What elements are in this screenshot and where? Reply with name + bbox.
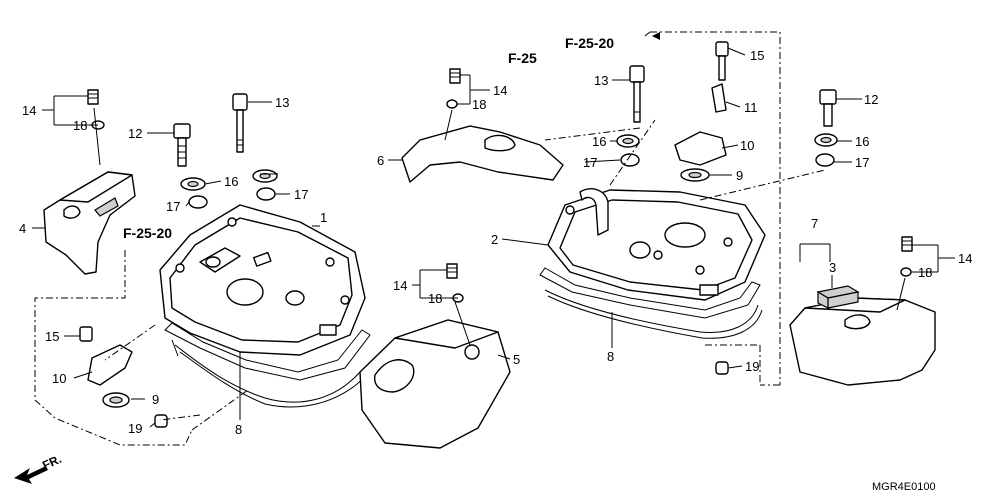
leader-lines [32, 47, 955, 428]
reference-label-right-top: F-25-20 [565, 35, 614, 51]
bolt-13-left [232, 93, 248, 153]
callout-16-left: 16 [224, 174, 238, 189]
callout-17-mid: 17 [294, 187, 308, 202]
reference-arrow-icon [652, 32, 660, 40]
callout-15-right: 15 [750, 48, 764, 63]
callout-16-far: 16 [855, 134, 869, 149]
callout-14-b: 14 [493, 83, 507, 98]
pad-3 [816, 285, 860, 309]
side-cover-left [43, 171, 136, 275]
callout-5: 5 [513, 352, 520, 367]
valve-cover-2 [547, 188, 766, 301]
boundary-diagonal-left [104, 324, 249, 431]
washers-right [616, 133, 838, 167]
breather-assy-right [674, 41, 729, 375]
callout-4: 4 [19, 221, 26, 236]
callout-14-d: 14 [958, 251, 972, 266]
callout-12-left: 12 [128, 126, 142, 141]
reference-boundary-left [34, 250, 193, 446]
callout-17-right: 17 [583, 155, 597, 170]
callout-18-a: 18 [73, 118, 87, 133]
bolt-14-left [87, 89, 105, 166]
gasket-8-left [164, 322, 371, 408]
bolt-13-right [629, 65, 645, 123]
reference-boundary-right [650, 31, 781, 386]
diagram-code: MGR4E0100 [872, 481, 936, 493]
bolt-14-top [444, 68, 461, 141]
side-cover-5 [359, 319, 511, 449]
callout-10-left: 10 [52, 371, 66, 386]
callout-14-a: 14 [22, 103, 36, 118]
callout-8-left: 8 [235, 422, 242, 437]
callout-19-left: 19 [128, 421, 142, 436]
bolt-12-left [173, 123, 191, 167]
callout-17-left: 17 [166, 199, 180, 214]
reference-label-left: F-25-20 [123, 225, 172, 241]
bolt-12-right [819, 89, 837, 127]
callout-18-d: 18 [918, 265, 932, 280]
callout-16-right: 16 [592, 134, 606, 149]
callout-9-left: 9 [152, 392, 159, 407]
callout-15-left: 15 [45, 329, 59, 344]
callout-2: 2 [491, 232, 498, 247]
callout-11: 11 [744, 100, 758, 115]
valve-cover-1 [159, 204, 366, 356]
callout-6: 6 [377, 153, 384, 168]
callout-3: 3 [829, 260, 836, 275]
side-cover-7 [789, 297, 936, 386]
callout-18-c: 18 [428, 291, 442, 306]
bolt-14-right [896, 236, 913, 311]
bolt-14-center [446, 263, 471, 346]
callout-8-right: 8 [607, 349, 614, 364]
callout-13-left: 13 [275, 95, 289, 110]
callout-17-far: 17 [855, 155, 869, 170]
side-cover-6 [401, 125, 564, 183]
callout-12-right: 12 [864, 92, 878, 107]
callout-10-right: 10 [740, 138, 754, 153]
callout-9-right: 9 [736, 168, 743, 183]
callout-19-right: 19 [745, 359, 759, 374]
callout-7: 7 [811, 216, 818, 231]
callout-14-c: 14 [393, 278, 407, 293]
reference-label-right: F-25 [508, 50, 537, 66]
callout-18-b: 18 [472, 97, 486, 112]
boundary-diagonal-right [544, 31, 826, 201]
front-marker-label: FR. [40, 452, 63, 473]
callout-1: 1 [320, 210, 327, 225]
callout-labels: 1 2 3 4 5 6 7 8 8 9 9 10 10 11 12 12 13 … [19, 48, 972, 437]
front-arrow-icon: FR. [14, 452, 64, 484]
gasket-8-right [539, 267, 763, 339]
callout-13-right: 13 [594, 73, 608, 88]
washers-left [180, 169, 278, 209]
breather-assy-left [79, 326, 168, 428]
